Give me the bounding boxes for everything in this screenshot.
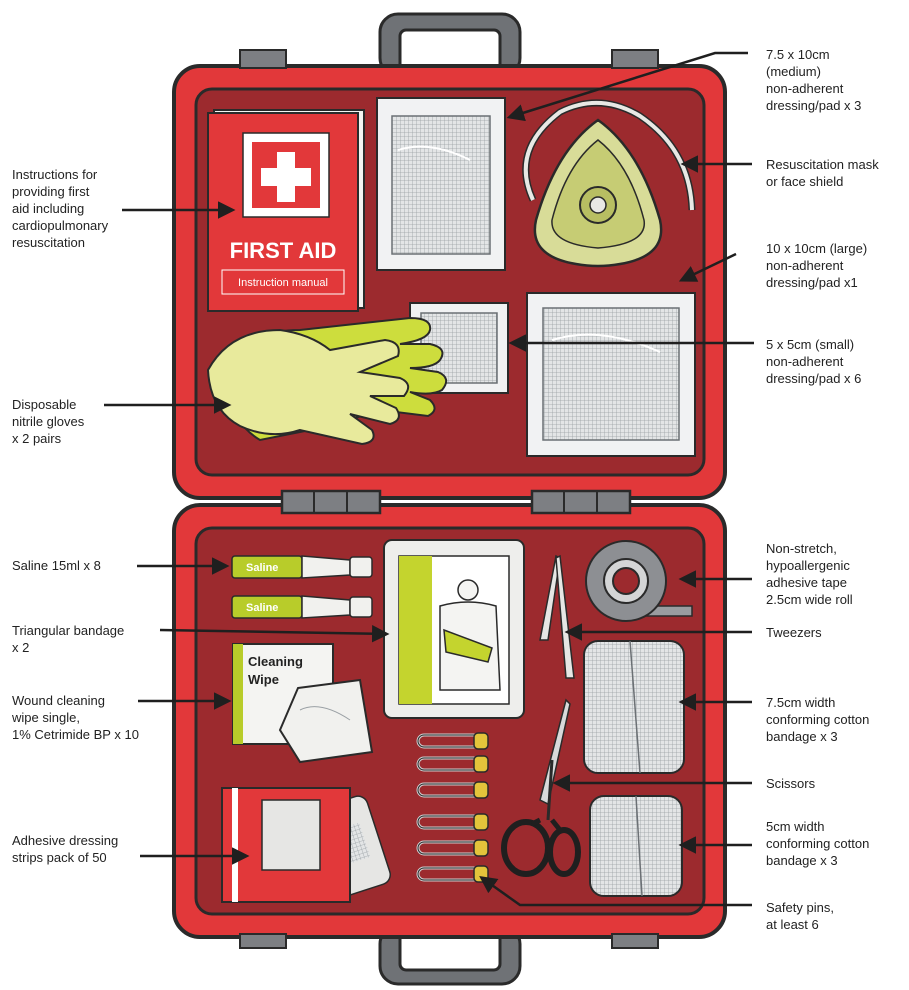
large-dressing-pad	[527, 293, 695, 456]
label-bandage-5cm: 5cm width conforming cotton bandage x 3	[766, 818, 869, 869]
wipe-line-1: Cleaning	[248, 654, 303, 669]
label-large-pad: 10 x 10cm (large) non-adherent dressing/…	[766, 240, 867, 291]
medium-dressing-pad	[377, 98, 505, 270]
wipe-line-2: Wipe	[248, 672, 279, 687]
top-foot-left	[240, 50, 286, 68]
label-bandage-7-5cm: 7.5cm width conforming cotton bandage x …	[766, 694, 869, 745]
label-adhesive-tape: Non-stretch, hypoallergenic adhesive tap…	[766, 540, 853, 608]
hinge-right	[532, 491, 630, 513]
label-adhesive-strips: Adhesive dressing strips pack of 50	[12, 832, 118, 866]
foot-right	[612, 934, 658, 948]
label-tweezers: Tweezers	[766, 624, 822, 641]
bandage-5cm	[590, 796, 682, 896]
label-instructions: Instructions for providing first aid inc…	[12, 166, 108, 251]
label-small-pad: 5 x 5cm (small) non-adherent dressing/pa…	[766, 336, 861, 387]
label-resuscitation-mask: Resuscitation mask or face shield	[766, 156, 879, 190]
label-saline: Saline 15ml x 8	[12, 557, 101, 574]
label-scissors: Scissors	[766, 775, 815, 792]
label-medium-pad: 7.5 x 10cm (medium) non-adherent dressin…	[766, 46, 861, 114]
label-safety-pins: Safety pins, at least 6	[766, 899, 834, 933]
bandage-7-5cm	[584, 641, 684, 773]
manual-subtitle: Instruction manual	[238, 277, 328, 289]
hinge-left	[282, 491, 380, 513]
saline-vial-2: Saline	[232, 596, 372, 618]
saline-label-2: Saline	[246, 602, 278, 614]
saline-vial-1: Saline	[232, 556, 372, 578]
saline-label-1: Saline	[246, 562, 278, 574]
label-triangular-bandage: Triangular bandage x 2	[12, 622, 124, 656]
top-foot-right	[612, 50, 658, 68]
triangular-bandage	[384, 540, 524, 718]
label-gloves: Disposable nitrile gloves x 2 pairs	[12, 396, 84, 447]
foot-left	[240, 934, 286, 948]
adhesive-strips	[222, 788, 393, 902]
manual-title: FIRST AID	[230, 238, 337, 263]
label-wound-wipe: Wound cleaning wipe single, 1% Cetrimide…	[12, 692, 139, 743]
